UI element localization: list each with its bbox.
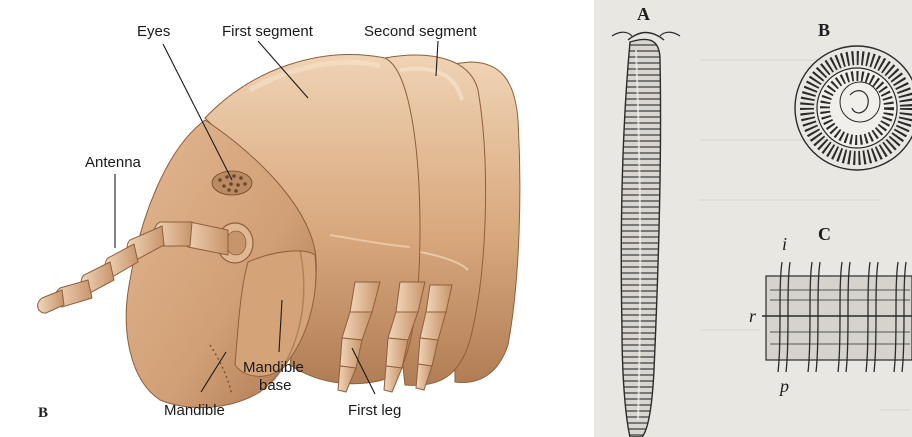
engraving-letter-p: p bbox=[778, 376, 789, 396]
label-eyes: Eyes bbox=[137, 23, 170, 40]
label-mandible: Mandible bbox=[164, 402, 225, 419]
label-first-leg: First leg bbox=[348, 402, 401, 419]
segment-detail-c bbox=[762, 262, 912, 372]
figure-letter-b: B bbox=[38, 405, 48, 421]
engraving-letter-a: A bbox=[637, 4, 650, 24]
label-mandible-base-line2: base bbox=[259, 377, 292, 394]
label-mandible-base-line1: Mandible bbox=[243, 359, 304, 376]
label-second-segment: Second segment bbox=[364, 23, 477, 40]
engraving-letter-r: r bbox=[749, 306, 757, 326]
label-first-segment: First segment bbox=[222, 23, 314, 40]
engraving-panel: A B i C r bbox=[594, 0, 912, 437]
engraving-letter-i: i bbox=[782, 234, 787, 254]
label-antenna: Antenna bbox=[85, 154, 142, 171]
millipede-head-illustration bbox=[38, 55, 520, 408]
engraving-letter-c: C bbox=[818, 224, 831, 244]
engraving-letter-b: B bbox=[818, 20, 830, 40]
